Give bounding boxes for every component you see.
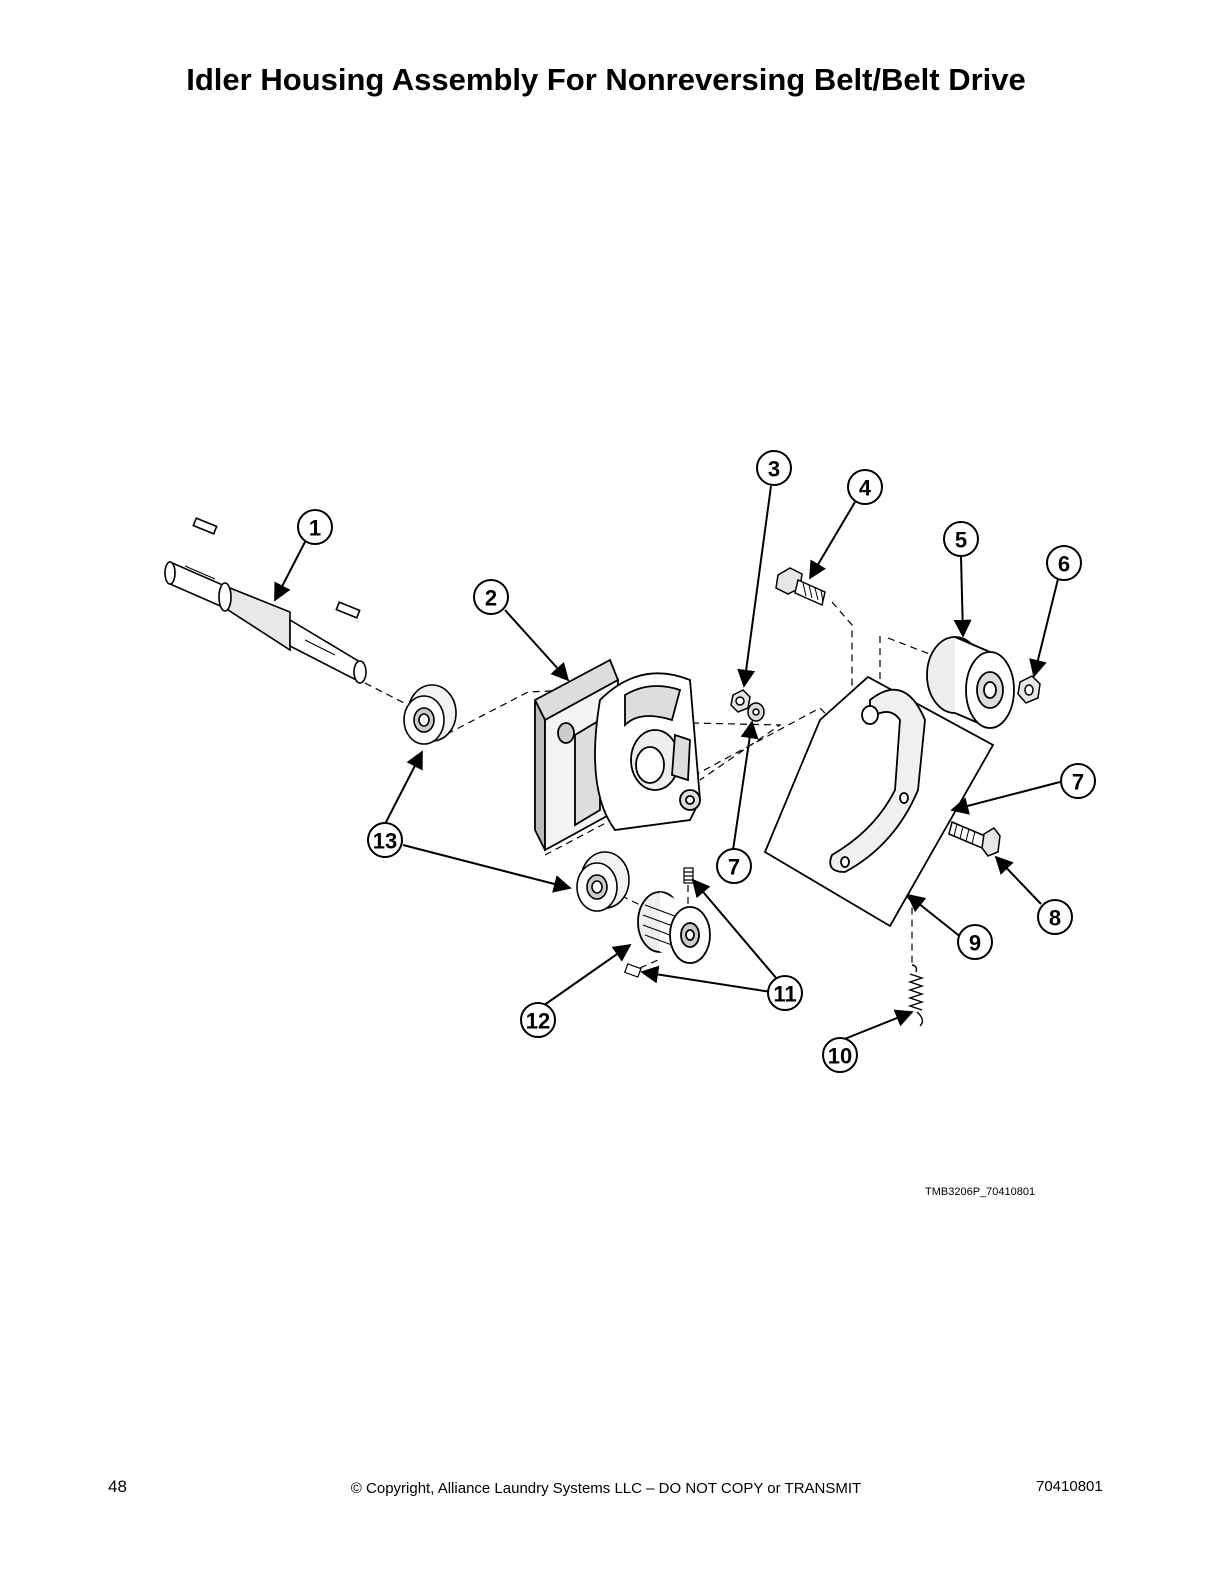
callout-7-left: 7 [728,855,740,880]
callout-13: 13 [373,829,397,854]
document-number: 70410801 [1036,1478,1103,1495]
bolt-part [775,567,826,607]
bearing-upper [403,684,457,745]
page-number: 48 [108,1477,127,1496]
copyright-notice: © Copyright, Alliance Laundry Systems LL… [350,1480,862,1497]
bearing-lower [576,851,630,912]
callout-11: 11 [773,982,796,1007]
shaft-part [164,517,367,684]
drive-pulley-part [637,891,711,964]
callout-2: 2 [485,586,497,611]
idler-arm-part [763,675,995,928]
figure-code: TMB3206P_70410801 [925,1186,1036,1198]
callout-8: 8 [1049,906,1061,931]
leader-lines [274,485,1061,1043]
callout-6: 6 [1058,552,1070,577]
callout-7-right: 7 [1072,770,1084,795]
bolt-part-lower [948,820,1001,857]
spring-part [907,964,925,1027]
page-title: Idler Housing Assembly For Nonreversing … [186,62,1026,97]
callout-9: 9 [969,931,981,956]
callout-3: 3 [768,457,780,482]
callout-12: 12 [526,1009,550,1034]
callout-1: 1 [309,516,321,541]
callout-5: 5 [955,528,967,553]
callout-circles [297,450,1096,1073]
idler-housing-part [533,658,701,852]
idler-pulley-part [926,636,1015,729]
set-screws [623,867,694,978]
callout-10: 10 [828,1044,852,1069]
callout-4: 4 [859,476,872,501]
